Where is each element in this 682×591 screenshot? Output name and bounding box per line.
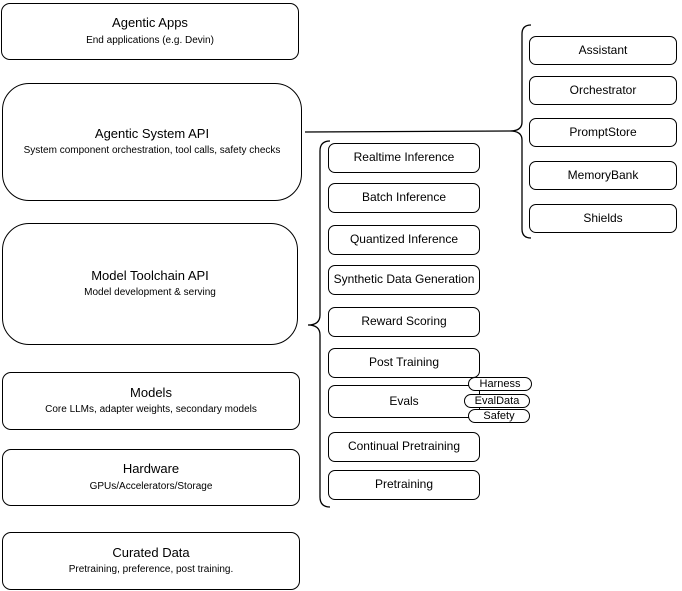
box-label: Orchestrator	[569, 82, 637, 97]
box-evals: Evals	[328, 385, 480, 418]
box-subtitle: Pretraining, preference, post training.	[68, 564, 234, 576]
box-pretraining: Pretraining	[328, 470, 480, 500]
box-subtitle: System component orchestration, tool cal…	[23, 145, 281, 157]
box-post-training: Post Training	[328, 348, 480, 378]
box-subtitle: End applications (e.g. Devin)	[86, 34, 214, 46]
box-label: Post Training	[368, 355, 440, 370]
box-hardware: Hardware GPUs/Accelerators/Storage	[2, 449, 300, 506]
box-label: Shields	[583, 210, 623, 225]
box-label: Quantized Inference	[349, 232, 459, 247]
box-label: Realtime Inference	[353, 150, 455, 165]
box-models: Models Core LLMs, adapter weights, secon…	[2, 372, 300, 430]
box-curated-data: Curated Data Pretraining, preference, po…	[2, 532, 300, 590]
box-label: Evals	[389, 393, 419, 408]
box-orchestrator: Orchestrator	[529, 76, 677, 105]
brace-toolchain-services	[307, 140, 331, 508]
tag-evaldata: EvalData	[464, 394, 530, 408]
box-memorybank: MemoryBank	[529, 161, 677, 190]
box-shields: Shields	[529, 204, 677, 233]
box-promptstore: PromptStore	[529, 118, 677, 147]
connector-line	[304, 130, 511, 133]
box-title: Curated Data	[112, 544, 190, 560]
box-label: Continual Pretraining	[347, 439, 461, 454]
box-label: Synthetic Data Generation	[333, 272, 475, 287]
box-label: Pretraining	[374, 477, 434, 492]
box-subtitle: Core LLMs, adapter weights, secondary mo…	[45, 404, 257, 416]
box-model-toolchain-api: Model Toolchain API Model development & …	[2, 223, 298, 345]
tag-harness: Harness	[468, 377, 532, 391]
box-title: Hardware	[122, 461, 180, 477]
box-label: Reward Scoring	[361, 314, 447, 329]
box-label: MemoryBank	[567, 167, 639, 182]
box-label: Assistant	[578, 42, 628, 57]
tag-safety: Safety	[468, 409, 530, 423]
box-subtitle: Model development & serving	[84, 287, 216, 299]
box-reward-scoring: Reward Scoring	[328, 307, 480, 337]
box-quantized-inference: Quantized Inference	[328, 225, 480, 255]
box-batch-inference: Batch Inference	[328, 183, 480, 213]
box-title: Model Toolchain API	[91, 267, 209, 283]
brace-system-components	[509, 24, 532, 239]
box-agentic-apps: Agentic Apps End applications (e.g. Devi…	[1, 3, 299, 60]
box-subtitle: GPUs/Accelerators/Storage	[89, 480, 213, 492]
box-title: Agentic System API	[94, 125, 210, 141]
box-assistant: Assistant	[529, 36, 677, 65]
box-label: PromptStore	[569, 124, 637, 139]
box-title: Models	[130, 384, 172, 400]
box-label: Batch Inference	[361, 190, 447, 205]
box-title: Agentic Apps	[112, 15, 188, 31]
box-synthetic-data-generation: Synthetic Data Generation	[328, 265, 480, 295]
box-realtime-inference: Realtime Inference	[328, 143, 480, 173]
box-continual-pretraining: Continual Pretraining	[328, 432, 480, 462]
box-agentic-system-api: Agentic System API System component orch…	[2, 83, 302, 201]
